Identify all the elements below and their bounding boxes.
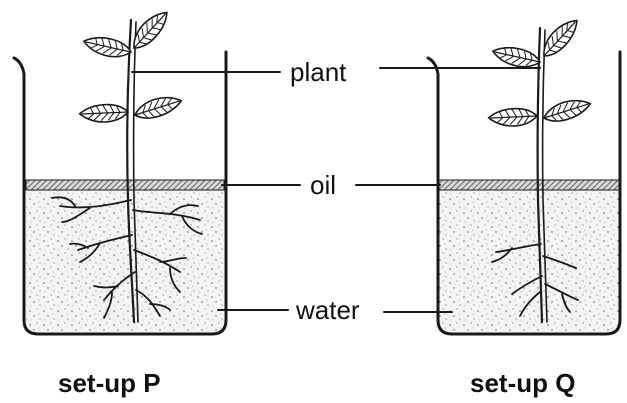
label-plant-group: plant (132, 57, 540, 87)
label-oil-group: oil (222, 170, 440, 200)
label-water: water (295, 295, 360, 325)
water-q (439, 184, 619, 332)
setup-p (14, 8, 226, 334)
caption-setup-p: set-up P (58, 368, 161, 398)
setup-q (428, 16, 620, 334)
oil-layer-q (439, 180, 619, 190)
caption-setup-q: set-up Q (470, 368, 575, 398)
label-oil: oil (310, 170, 336, 200)
label-plant: plant (290, 57, 347, 87)
label-water-group: water (218, 295, 452, 325)
oil-layer-p (26, 180, 224, 190)
